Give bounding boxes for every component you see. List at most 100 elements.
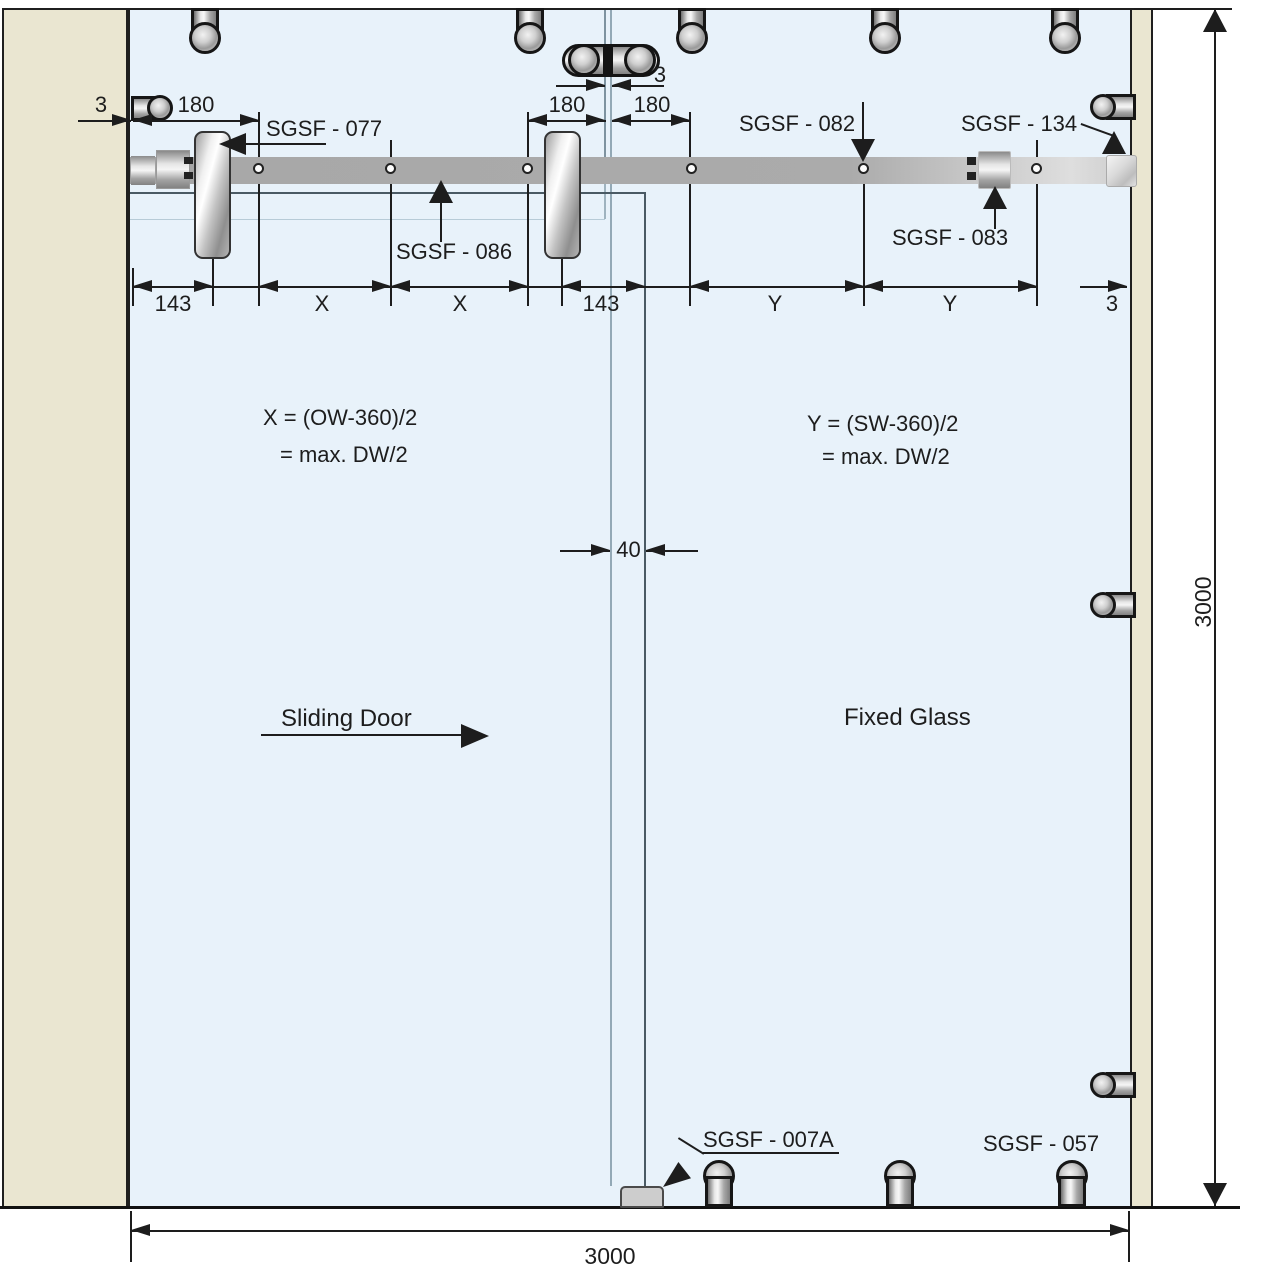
dim-text-x-right: X bbox=[452, 291, 468, 316]
extension-line bbox=[390, 140, 392, 306]
bottom-glass-clamp bbox=[884, 1160, 916, 1207]
formula-x-line1: X = (OW-360)/2 bbox=[263, 405, 418, 430]
clamp-ring bbox=[189, 22, 221, 54]
dim-arrow bbox=[626, 280, 645, 292]
transom-bottom-edge bbox=[130, 219, 605, 220]
dim-text-overlap: 40 bbox=[616, 537, 641, 562]
dim-arrow bbox=[372, 280, 391, 292]
extension-line bbox=[689, 112, 691, 306]
track-screw-hole bbox=[522, 163, 533, 174]
wall-fitting-bottom-right bbox=[1090, 1069, 1136, 1101]
part-label-sgsf083: SGSF - 083 bbox=[892, 225, 1009, 250]
dim-arrow bbox=[586, 114, 605, 126]
dim-arrow bbox=[612, 79, 631, 91]
clamp-body bbox=[705, 1176, 733, 1207]
dim-line bbox=[133, 120, 259, 122]
extension-line bbox=[1128, 1211, 1130, 1262]
dim-arrow bbox=[591, 544, 610, 556]
dim-arrow bbox=[391, 280, 410, 292]
clamp-ring bbox=[1049, 22, 1081, 54]
extension-line bbox=[130, 1211, 132, 1262]
label-arrow-sgsf083 bbox=[983, 186, 1007, 209]
transom-joint-line-lower bbox=[604, 184, 606, 219]
dim-arrow bbox=[1110, 1224, 1129, 1236]
dim-line bbox=[1214, 10, 1216, 1206]
dim-text-143-right: 143 bbox=[582, 291, 620, 316]
track-screw-hole bbox=[253, 163, 264, 174]
glass-panel-area bbox=[128, 8, 1132, 1207]
dim-arrow bbox=[1108, 280, 1127, 292]
track-screw-hole bbox=[385, 163, 396, 174]
dim-arrow bbox=[112, 114, 131, 126]
dim-arrow bbox=[131, 1224, 150, 1236]
dim-text-143-left: 143 bbox=[154, 291, 192, 316]
dim-line bbox=[560, 550, 610, 552]
track-wall-block bbox=[131, 156, 155, 185]
clamp-ring bbox=[676, 22, 708, 54]
leader-line bbox=[440, 202, 442, 242]
dim-text-overall-height: 3000 bbox=[1189, 576, 1216, 628]
dim-arrow bbox=[864, 280, 883, 292]
label-arrow-sgsf134 bbox=[1102, 131, 1126, 154]
connector-ring bbox=[568, 44, 600, 76]
connector-ring bbox=[624, 44, 656, 76]
dim-arrow bbox=[612, 114, 631, 126]
extension-line bbox=[1036, 140, 1038, 306]
dim-text-y-left: Y bbox=[767, 291, 783, 316]
dim-arrow bbox=[509, 280, 528, 292]
formula-y-line2: = max. DW/2 bbox=[822, 444, 950, 469]
dim-text-overall-width: 3000 bbox=[584, 1243, 636, 1269]
dim-line bbox=[1080, 286, 1127, 288]
label-arrow-sgsf082 bbox=[851, 139, 875, 162]
formula-y-line1: Y = (SW-360)/2 bbox=[807, 411, 959, 436]
left-wall bbox=[2, 8, 128, 1207]
dim-line bbox=[78, 120, 131, 122]
stopper-notch bbox=[967, 172, 976, 180]
door-right-edge bbox=[644, 192, 646, 1186]
dim-arrow bbox=[671, 114, 690, 126]
leader-line bbox=[994, 208, 996, 229]
dim-line bbox=[612, 120, 690, 122]
wall-fitting-ring bbox=[1090, 94, 1116, 120]
panel-label-fixed-glass: Fixed Glass bbox=[844, 704, 971, 731]
dim-arrow bbox=[646, 544, 665, 556]
slide-direction-line bbox=[261, 734, 461, 736]
dim-arrow bbox=[690, 280, 709, 292]
leader-line bbox=[862, 102, 864, 140]
part-label-sgsf082: SGSF - 082 bbox=[739, 111, 856, 136]
wall-fitting-ring bbox=[1090, 1072, 1116, 1098]
track-screw-hole bbox=[1031, 163, 1042, 174]
wall-fitting-top-right bbox=[1090, 91, 1136, 123]
dim-ref-line bbox=[1134, 8, 1232, 10]
dim-line bbox=[556, 85, 605, 87]
dim-arrow bbox=[845, 280, 864, 292]
bottom-glass-clamp bbox=[703, 1160, 735, 1207]
dim-arrow bbox=[1018, 280, 1037, 292]
connector-joint-bar bbox=[603, 45, 613, 76]
dim-arrow bbox=[194, 280, 213, 292]
dim-arrow bbox=[528, 114, 547, 126]
top-glass-clamp bbox=[189, 8, 221, 64]
adjuster-notch bbox=[184, 157, 193, 164]
dim-line bbox=[133, 286, 1037, 288]
part-label-sgsf057: SGSF - 057 bbox=[983, 1131, 1100, 1156]
door-top-edge bbox=[130, 192, 646, 194]
extension-line bbox=[527, 112, 529, 306]
part-label-sgsf134: SGSF - 134 bbox=[961, 111, 1078, 136]
stopper-notch bbox=[967, 157, 976, 165]
part-label-sgsf077: SGSF - 077 bbox=[266, 116, 383, 141]
wall-fitting-mid-right bbox=[1090, 589, 1136, 621]
label-arrow-sgsf086 bbox=[429, 180, 453, 203]
clamp-ring bbox=[869, 22, 901, 54]
part-label-sgsf086: SGSF - 086 bbox=[396, 239, 513, 264]
label-underline-sgsf007a bbox=[703, 1152, 839, 1154]
track-adjuster-block bbox=[156, 150, 190, 189]
clamp-body bbox=[886, 1176, 914, 1207]
bottom-glass-clamp bbox=[1056, 1160, 1088, 1207]
top-glass-clamp bbox=[676, 8, 708, 64]
dim-text-wall-gap-right: 3 bbox=[1105, 291, 1119, 316]
track-stopper-block bbox=[978, 151, 1011, 189]
clamp-body bbox=[1058, 1176, 1086, 1207]
dim-text-wall-gap-left: 3 bbox=[94, 92, 108, 117]
transom-joint-line bbox=[604, 10, 606, 157]
